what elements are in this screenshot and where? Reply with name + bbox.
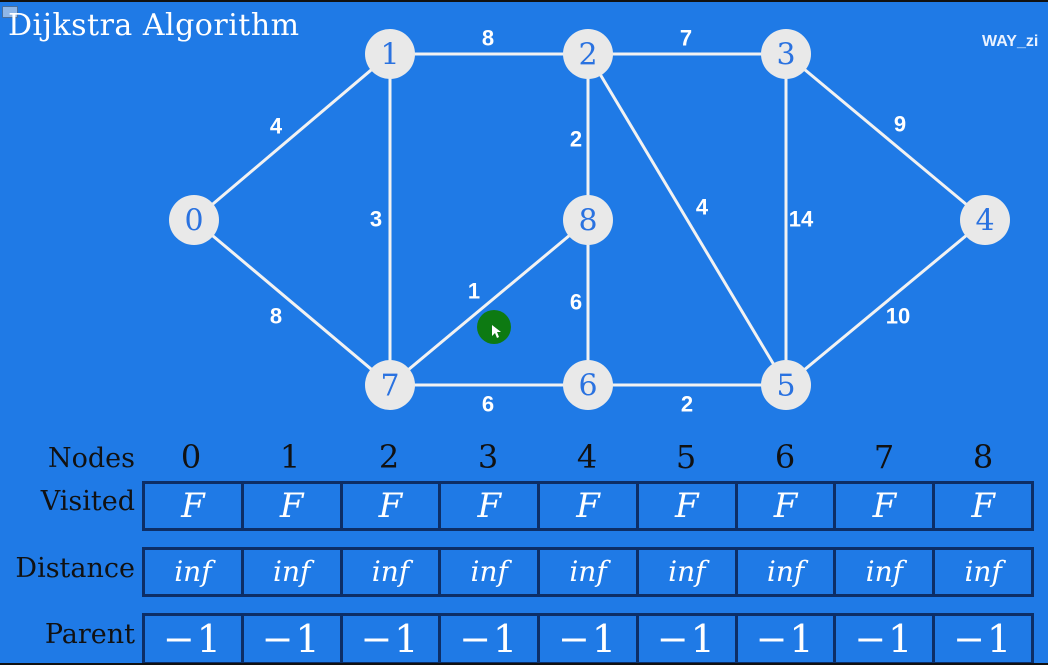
node-label: 8 [578, 204, 597, 239]
watermark: WAY_zi [982, 33, 1039, 50]
edge-weight-3-5: 14 [789, 207, 814, 232]
graph-diagram: 4 8 8 3 7 2 4 9 14 10 2 6 6 1 0 1 2 3 4 5 6 7 8 [169, 26, 1010, 417]
visited-cell-4: F [540, 484, 639, 528]
graph-node-1: 1 [365, 29, 415, 79]
edge-0-1 [193, 52, 391, 222]
distance-cell-6: inf [738, 550, 837, 594]
node-label: 5 [776, 369, 795, 404]
node-label: 3 [776, 38, 795, 73]
node-header-8: 8 [972, 438, 994, 476]
distance-cell-5: inf [639, 550, 738, 594]
node-circle [169, 195, 219, 245]
node-header-7: 7 [873, 438, 895, 476]
node-header-3: 3 [477, 438, 499, 476]
graph-node-3: 3 [761, 29, 811, 79]
visited-cell-8: F [971, 486, 995, 526]
node-circle [563, 360, 613, 410]
visited-cell-5: F [639, 484, 738, 528]
visited-cell-1: F [244, 484, 343, 528]
edge-4-5 [785, 218, 986, 387]
node-circle [365, 29, 415, 79]
graph-node-8: 8 [563, 195, 613, 245]
edge-weight-6-7: 6 [482, 392, 494, 417]
edge-weight-2-3: 7 [680, 26, 692, 51]
parent-cell-7: −1 [836, 616, 936, 662]
edge-weight-6-8: 6 [570, 290, 582, 315]
parent-cell-2: −1 [343, 616, 442, 662]
distance-cell-8: inf [964, 555, 1002, 588]
visited-cell-2: F [343, 484, 442, 528]
node-header-1: 1 [279, 438, 301, 476]
node-circle [563, 195, 613, 245]
edge-weight-3-4: 9 [894, 112, 906, 137]
graph-node-2: 2 [563, 29, 613, 79]
distance-cell-3: inf [441, 550, 541, 594]
edge-weights-layer: 4 8 8 3 7 2 4 9 14 10 2 6 6 1 [270, 26, 910, 417]
node-circle [365, 360, 415, 410]
distance-cell-7: inf [836, 550, 936, 594]
edge-weight-5-6: 2 [681, 392, 693, 417]
edge-7-8 [389, 218, 589, 387]
node-label: 6 [578, 369, 597, 404]
node-label: 2 [578, 38, 597, 73]
parent-cell-0: −1 [145, 616, 244, 662]
edge-weight-0-1: 4 [270, 114, 283, 139]
node-circle [761, 360, 811, 410]
graph-node-4: 4 [960, 195, 1010, 245]
parent-cell-6: −1 [738, 616, 837, 662]
node-label: 1 [380, 38, 399, 73]
edge-weight-7-8: 1 [468, 279, 480, 304]
parent-row-label: Parent [44, 619, 135, 650]
distance-cell-1: inf [244, 550, 343, 594]
parent-cell-3: −1 [441, 616, 541, 662]
node-header-5: 5 [675, 438, 697, 476]
distance-cell-0: inf [145, 550, 244, 594]
parent-cell-4: −1 [540, 616, 639, 662]
visited-cell-3: F [441, 484, 541, 528]
edge-weight-1-7: 3 [370, 207, 382, 232]
node-header-2: 2 [378, 438, 400, 476]
node-circle [563, 29, 613, 79]
graph-node-5: 5 [761, 360, 811, 410]
node-circle [761, 29, 811, 79]
distance-row-label: Distance [15, 553, 135, 584]
recording-badge-icon [2, 6, 18, 18]
edge-0-7 [193, 218, 391, 387]
edges-layer [193, 52, 986, 387]
edge-weight-2-8: 2 [570, 127, 582, 152]
visited-row-label: Visited [40, 486, 135, 517]
graph-node-6: 6 [563, 360, 613, 410]
visited-cell-6: F [738, 484, 837, 528]
distance-cell-2: inf [343, 550, 442, 594]
graph-node-7: 7 [365, 360, 415, 410]
edge-3-4 [785, 52, 986, 222]
visited-cell-7: F [836, 484, 936, 528]
parent-cell-1: −1 [244, 616, 343, 662]
edge-weight-1-2: 8 [482, 26, 494, 51]
parent-row: −1−1−1−1−1−1−1−1−1 [142, 613, 1034, 663]
node-label: 4 [975, 204, 994, 239]
edge-weight-0-7: 8 [270, 304, 282, 329]
node-label: 7 [380, 369, 399, 404]
nodes-layer: 0 1 2 3 4 5 6 7 8 [169, 29, 1010, 410]
parent-cell-8: −1 [953, 617, 1014, 661]
edge-2-5 [586, 53, 788, 386]
mouse-pointer-icon [492, 325, 501, 338]
graph-node-0: 0 [169, 195, 219, 245]
parent-cell-5: −1 [639, 616, 738, 662]
page-title: Dijkstra Algorithm [8, 8, 300, 43]
node-header-0: 0 [180, 438, 202, 476]
node-header-6: 6 [774, 438, 796, 476]
edge-weight-2-5: 4 [696, 195, 709, 220]
distance-cell-4: inf [540, 550, 639, 594]
node-header-4: 4 [576, 438, 598, 476]
nodes-row-label: Nodes [48, 443, 135, 474]
edge-weight-4-5: 10 [886, 304, 910, 329]
node-circle [960, 195, 1010, 245]
node-label: 0 [184, 204, 203, 239]
visited-cell-0: F [145, 484, 244, 528]
